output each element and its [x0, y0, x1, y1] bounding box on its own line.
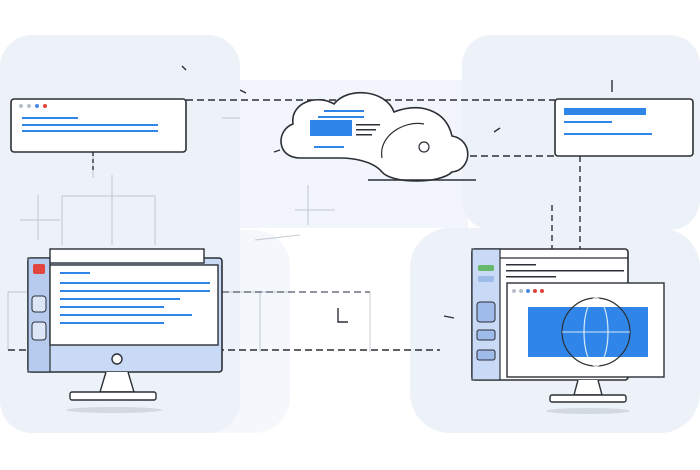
content-line — [506, 270, 624, 272]
monitor-neck — [573, 379, 603, 396]
window-dot-gray — [512, 289, 516, 293]
content-line — [60, 298, 180, 300]
arrow-mark — [273, 149, 281, 153]
monitor-icon — [27, 248, 223, 413]
content-line — [22, 117, 78, 119]
content-line — [564, 133, 652, 135]
guide-line — [254, 234, 301, 241]
content-line — [60, 290, 210, 292]
cloud-inner-arc — [381, 122, 425, 159]
cloud-content-line — [356, 129, 376, 131]
arrow-mark — [337, 308, 348, 323]
content-line — [60, 272, 90, 274]
cloud-icon — [280, 91, 476, 182]
monitor-base — [549, 394, 627, 403]
cloud-node — [418, 141, 430, 153]
browser-window-frame — [554, 98, 694, 157]
content-line — [60, 314, 192, 316]
cloud-content-line — [318, 116, 364, 118]
cloud-highlight-block — [310, 120, 352, 136]
content-line — [564, 121, 612, 123]
content-highlight-bar — [564, 108, 646, 115]
arrow-mark — [239, 89, 247, 94]
monitor-neck — [99, 371, 135, 393]
monitor-shadow — [66, 407, 162, 413]
window-dot-blue — [35, 104, 39, 108]
content-line — [60, 282, 210, 284]
front-window — [49, 264, 219, 346]
window-dot-red — [533, 289, 537, 293]
cloud-content-line — [356, 124, 380, 126]
sidebar-chip — [476, 349, 496, 361]
arrow-mark — [443, 315, 455, 319]
sidebar-chip — [31, 321, 47, 341]
arrow-mark — [493, 127, 501, 133]
sidebar-chip — [478, 276, 494, 282]
cloud-content-line — [324, 110, 364, 112]
content-line — [506, 276, 556, 278]
cloud-content-line — [314, 146, 344, 148]
monitor-icon — [471, 248, 665, 414]
cloud-outline — [280, 91, 469, 182]
sidebar-chip-green — [478, 265, 494, 271]
content-line — [22, 130, 158, 132]
monitor-shadow — [546, 408, 630, 414]
monitor-sidebar — [27, 257, 51, 373]
window-dot-blue — [526, 289, 530, 293]
window-dot-gray — [27, 104, 31, 108]
content-line — [22, 124, 158, 126]
monitor-base — [69, 391, 157, 401]
browser-window-icon — [10, 98, 187, 153]
arrow-mark — [181, 65, 187, 71]
content-line — [60, 306, 164, 308]
content-line — [60, 322, 164, 324]
window-dot-red — [540, 289, 544, 293]
content-line — [506, 264, 536, 266]
stray-marks — [181, 65, 613, 323]
sidebar-chip-red — [33, 264, 45, 274]
sidebar-chip — [476, 301, 496, 323]
guide-line — [62, 195, 156, 245]
power-button-icon — [111, 353, 123, 365]
cloud-content-line — [356, 134, 372, 136]
window-dot-gray — [19, 104, 23, 108]
window-dot-red — [43, 104, 47, 108]
back-window — [49, 248, 205, 264]
sidebar-chip — [31, 295, 47, 313]
browser-window-icon — [554, 98, 694, 157]
window-dot-gray — [519, 289, 523, 293]
sidebar-chip — [476, 329, 496, 341]
